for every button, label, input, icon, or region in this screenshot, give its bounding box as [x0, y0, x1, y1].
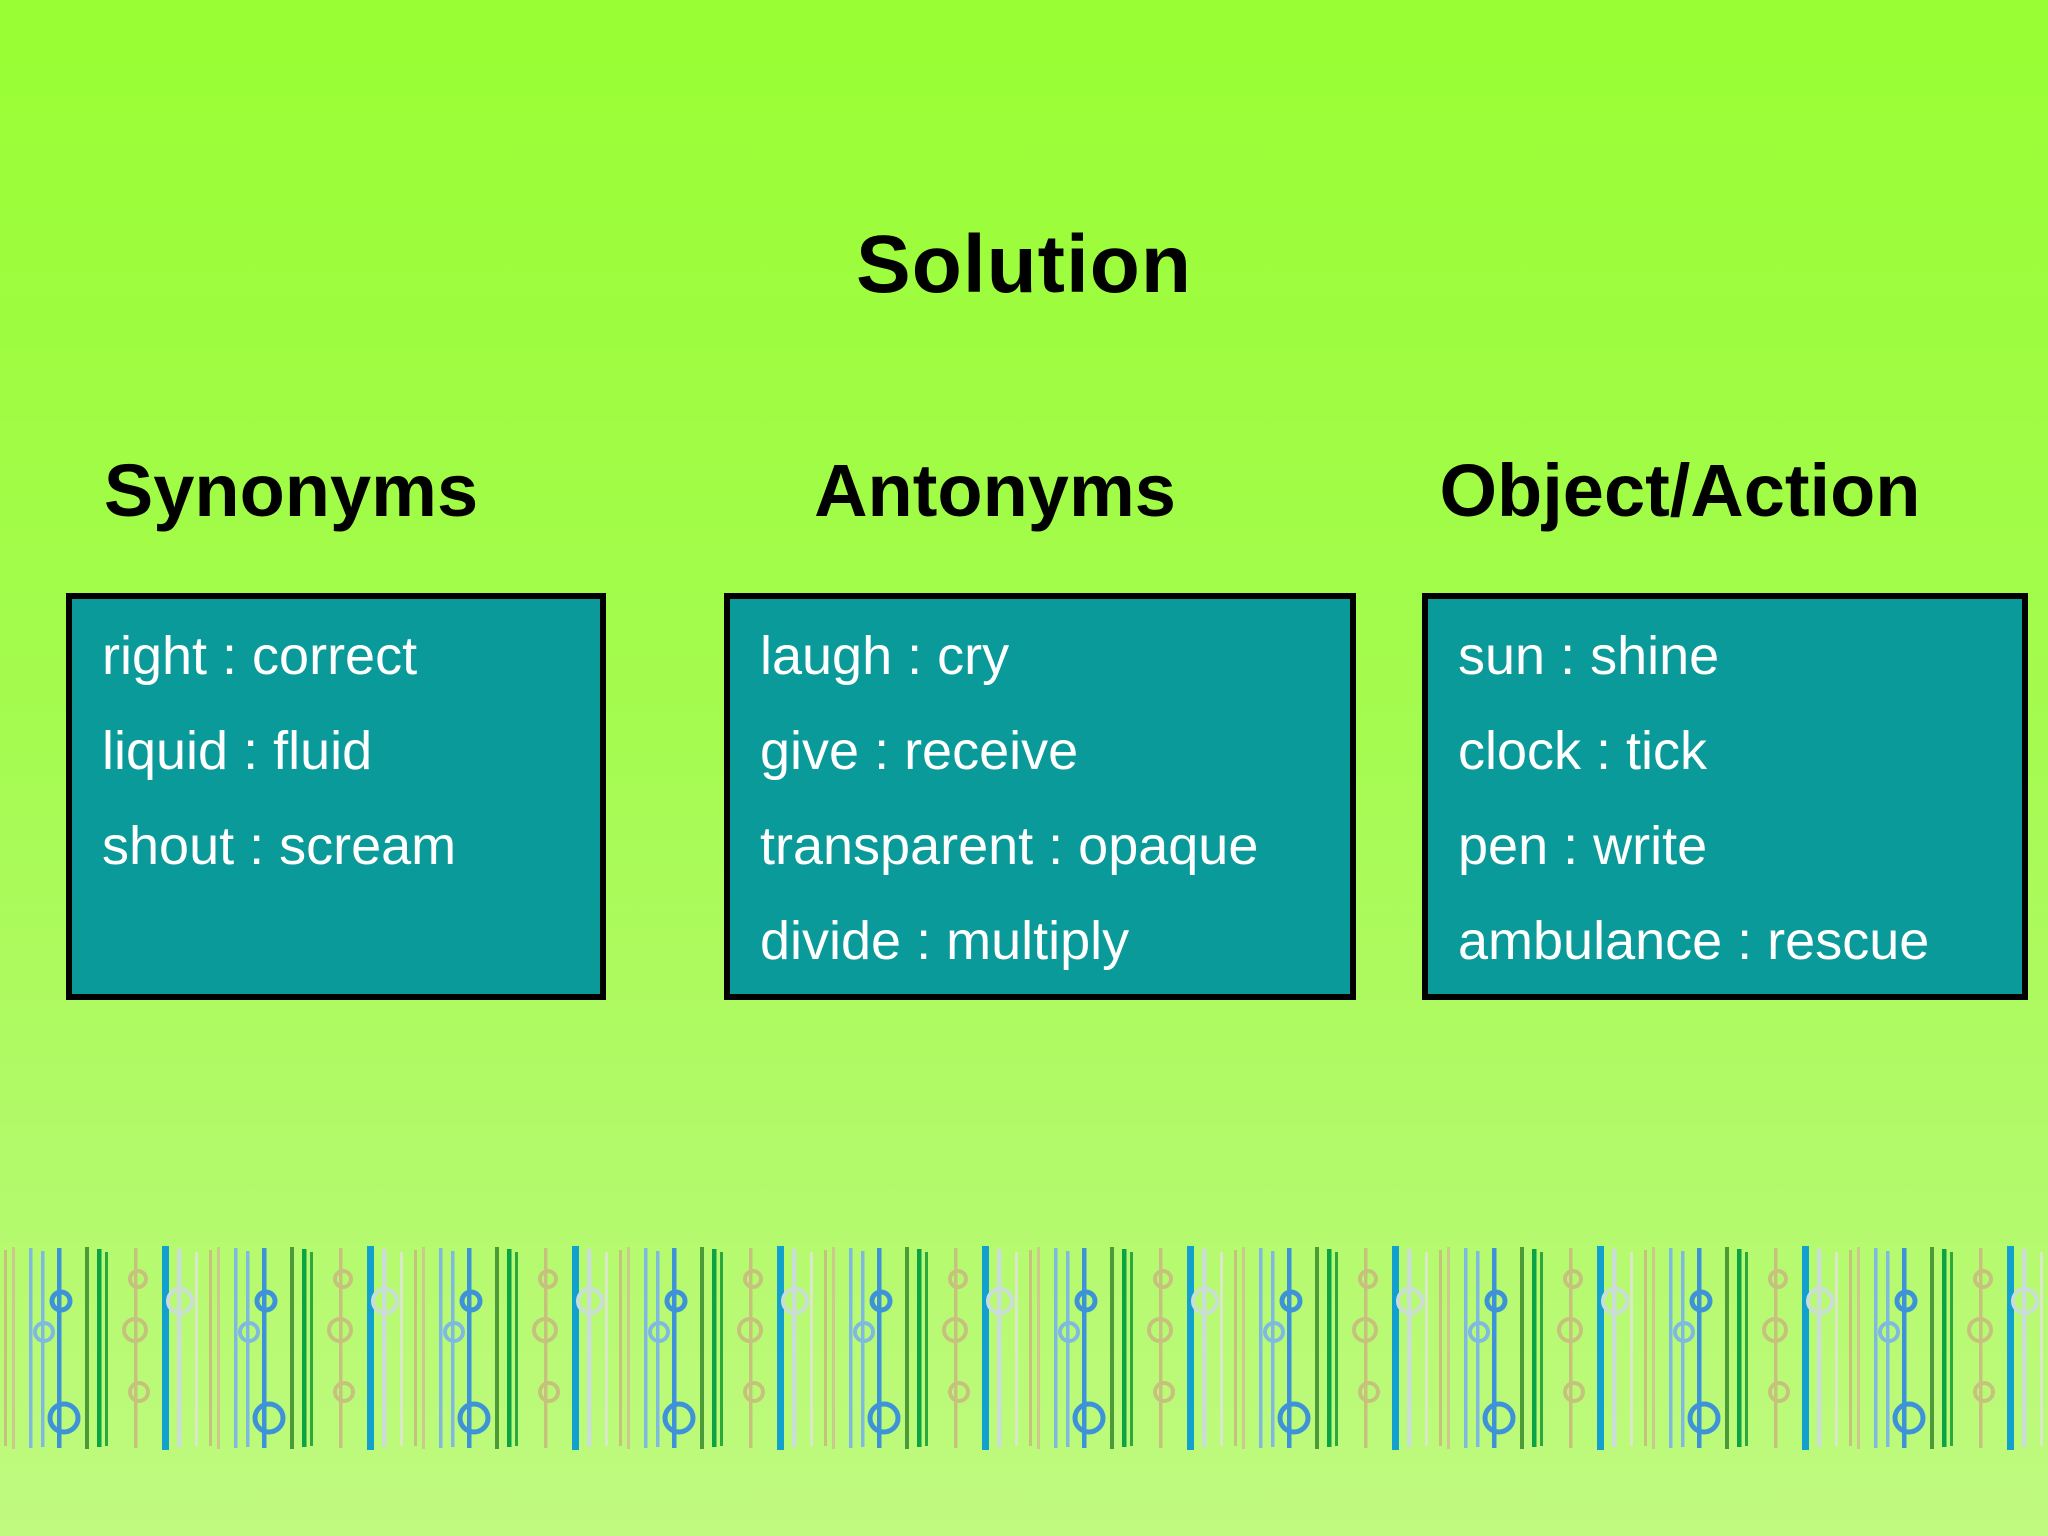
word-pair: transparent : opaque — [760, 816, 1259, 876]
word-pair: give : receive — [760, 721, 1079, 781]
word-pair: sun : shine — [1458, 626, 1720, 686]
word-pair: pen : write — [1458, 816, 1708, 876]
column-antonyms: Antonyms laugh : cry give : receive tran… — [724, 448, 1356, 1000]
slide-title: Solution — [856, 219, 1192, 310]
column-heading-object-action: Object/Action — [1439, 449, 1921, 532]
column-synonyms: Synonyms right : correct liquid : fluid … — [66, 448, 606, 1000]
antonyms-box: laugh : cry give : receive transparent :… — [724, 593, 1356, 1000]
word-pair: ambulance : rescue — [1458, 911, 1930, 971]
column-heading-synonyms: Synonyms — [103, 449, 479, 532]
synonyms-box: right : correct liquid : fluid shout : s… — [66, 593, 606, 1000]
column-heading-antonyms: Antonyms — [814, 449, 1176, 532]
word-pair: shout : scream — [102, 816, 457, 876]
object-action-box: sun : shine clock : tick pen : write amb… — [1422, 593, 2028, 1000]
word-pair: divide : multiply — [760, 911, 1130, 971]
word-pair: laugh : cry — [760, 626, 1010, 686]
word-pair: clock : tick — [1458, 721, 1708, 781]
word-pair: liquid : fluid — [102, 721, 373, 781]
word-pair: right : correct — [102, 626, 418, 686]
column-object-action: Object/Action sun : shine clock : tick p… — [1422, 448, 2028, 1000]
decorative-stripes — [0, 1246, 2048, 1450]
